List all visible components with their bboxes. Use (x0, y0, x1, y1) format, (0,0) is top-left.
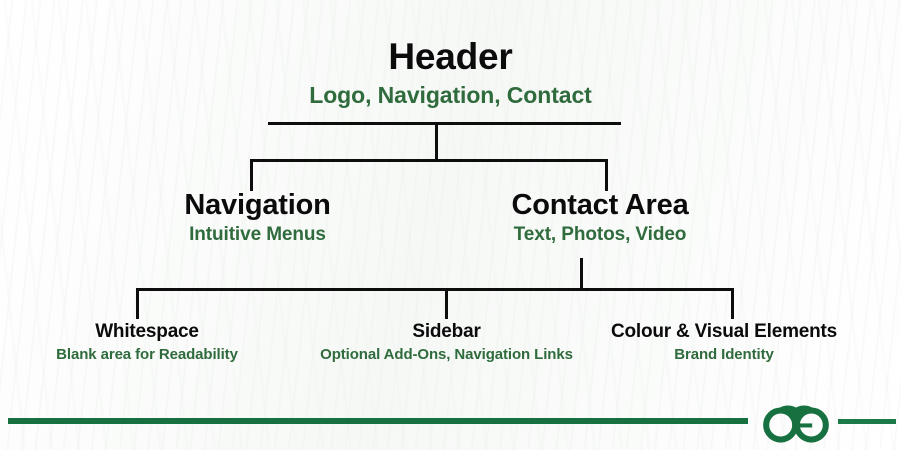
connector-header-stem (435, 122, 438, 161)
node-header-subtitle: Logo, Navigation, Contact (309, 81, 592, 108)
geeksforgeeks-logo (763, 405, 829, 443)
connector-header-horizontal (268, 122, 621, 125)
node-sidebar: Sidebar Optional Add-Ons, Navigation Lin… (298, 322, 595, 363)
connector-level2-left-drop (250, 159, 253, 191)
connector-level3-drop-whitespace (136, 288, 139, 319)
node-contact-area-title: Contact Area (511, 189, 689, 221)
node-header-title: Header (388, 36, 513, 77)
connector-level3-drop-colour (731, 288, 734, 319)
node-whitespace: Whitespace Blank area for Readability (22, 322, 272, 363)
footer-rule-right (838, 419, 896, 424)
node-colour-visual-elements-subtitle: Brand Identity (674, 345, 774, 363)
node-navigation: Navigation Intuitive Menus (110, 190, 405, 246)
connector-contact-stem (580, 258, 583, 290)
node-navigation-subtitle: Intuitive Menus (189, 224, 326, 246)
node-colour-visual-elements: Colour & Visual Elements Brand Identity (588, 322, 860, 363)
node-contact-area-subtitle: Text, Photos, Video (513, 224, 687, 246)
node-sidebar-subtitle: Optional Add-Ons, Navigation Links (320, 345, 573, 363)
connector-level3-drop-sidebar (445, 288, 448, 319)
connector-level2-horizontal (250, 159, 608, 162)
connector-level2-right-drop (605, 159, 608, 191)
node-navigation-title: Navigation (184, 189, 331, 221)
node-contact-area: Contact Area Text, Photos, Video (450, 190, 750, 246)
node-whitespace-title: Whitespace (95, 321, 199, 342)
node-colour-visual-elements-title: Colour & Visual Elements (610, 321, 838, 342)
connector-level3-horizontal (136, 288, 734, 291)
footer-rule-left (8, 418, 748, 424)
node-whitespace-subtitle: Blank area for Readability (56, 345, 238, 363)
node-header: Header Logo, Navigation, Contact (0, 36, 901, 108)
node-sidebar-title: Sidebar (412, 321, 481, 342)
